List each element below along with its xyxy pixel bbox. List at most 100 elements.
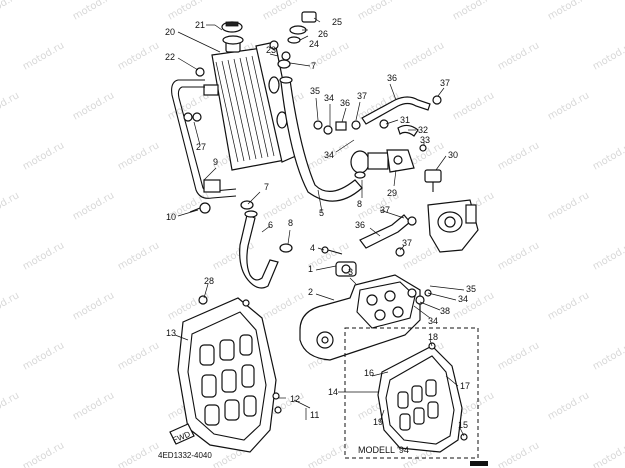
part-label-37c: 37 (380, 205, 390, 215)
small-parts-top (313, 95, 442, 257)
watermark-text: motod.ru (71, 0, 116, 23)
part-label-34d: 34 (428, 316, 438, 326)
part-labels: 21 20 22 23 7 24 26 25 27 9 10 7 6 8 5 3… (165, 17, 476, 430)
guard-slots (199, 334, 257, 426)
part-label-37d: 37 (402, 238, 412, 248)
thermo-housing (350, 149, 415, 174)
hose-lower (239, 210, 279, 289)
fittings-top (269, 11, 317, 61)
part-label-21: 21 (195, 20, 205, 30)
part-label-34b: 34 (324, 150, 334, 160)
corner-mark (470, 461, 488, 466)
watermark-text: motod.ru (0, 190, 21, 222)
part-label-8a: 8 (288, 218, 293, 228)
part-label-34a: 34 (324, 93, 334, 103)
watermark-text: motod.ru (21, 140, 66, 172)
part-label-1: 1 (308, 264, 313, 274)
watermark-text: motod.ru (21, 440, 66, 468)
watermark-text: motod.ru (0, 90, 21, 122)
watermark-text: motod.ru (116, 340, 161, 372)
part-label-35b: 35 (466, 284, 476, 294)
hose-upper (279, 76, 363, 202)
watermark-text: motod.ru (546, 0, 591, 23)
part-label-26: 26 (318, 29, 328, 39)
hose-36-upper (361, 96, 431, 125)
part-label-10: 10 (166, 212, 176, 222)
part-label-23: 23 (266, 45, 276, 55)
watermark-text: motod.ru (591, 40, 625, 72)
part-label-24: 24 (309, 39, 319, 49)
part-label-19: 19 (373, 417, 383, 427)
watermark-text: motod.ru (261, 0, 306, 23)
watermark-text: motod.ru (116, 240, 161, 272)
pump-assembly (427, 199, 479, 253)
part-label-9: 9 (213, 157, 218, 167)
watermark-text: motod.ru (71, 390, 116, 422)
part-label-11: 11 (310, 410, 319, 420)
part-label-27: 27 (196, 142, 206, 152)
part-label-36b: 36 (387, 73, 397, 83)
part-label-8b: 8 (357, 199, 362, 209)
inset-label: MODELL '94 (358, 445, 409, 455)
watermark-text: motod.ru (546, 190, 591, 222)
diagram-code: 4ED1332-4040 (158, 451, 212, 460)
watermark-text: motod.ru (591, 440, 625, 468)
part-label-4: 4 (310, 243, 315, 253)
part-label-36a: 36 (340, 98, 350, 108)
watermark-text: motod.ru (356, 0, 401, 23)
watermark-text: motod.ru (116, 40, 161, 72)
watermark-text: motod.ru (71, 190, 116, 222)
part-label-2: 2 (308, 287, 313, 297)
watermark-text: motod.ru (0, 290, 21, 322)
watermark-text: motod.ru (116, 440, 161, 468)
watermark-text: motod.ru (496, 140, 541, 172)
radiator-core-fins (215, 55, 275, 163)
part-label-5: 5 (319, 208, 324, 218)
part-label-7b: 7 (264, 182, 269, 192)
part-label-30: 30 (448, 150, 458, 160)
part-label-36c: 36 (355, 220, 365, 230)
watermark-text: motod.ru (546, 390, 591, 422)
watermark-text: motod.ru (71, 90, 116, 122)
part-label-34c: 34 (458, 294, 468, 304)
part-label-18: 18 (428, 332, 438, 342)
bolts-right (407, 288, 432, 305)
watermark-text: motod.ru (401, 40, 446, 72)
watermark-text: motod.ru (21, 340, 66, 372)
watermark-text: motod.ru (496, 340, 541, 372)
part-label-3: 3 (348, 267, 353, 277)
watermark-text: motod.ru (591, 240, 625, 272)
radiator-stay (171, 79, 237, 199)
part-label-13: 13 (166, 328, 176, 338)
part-label-20: 20 (165, 27, 175, 37)
part-label-33: 33 (420, 135, 430, 145)
watermark-text: motod.ru (116, 140, 161, 172)
watermark-text: motod.ru (261, 190, 306, 222)
watermark-text: motod.ru (546, 90, 591, 122)
part-label-25: 25 (332, 17, 342, 27)
part-label-38: 38 (440, 306, 450, 316)
part-label-16: 16 (364, 368, 374, 378)
part-label-7a: 7 (311, 61, 316, 71)
watermark-text: motod.ru (451, 0, 496, 23)
watermark-text: motod.ru (0, 0, 21, 23)
watermark-text: motod.ru (306, 440, 351, 468)
engine-block (299, 261, 421, 361)
part-label-6: 6 (268, 220, 273, 230)
bolt-10 (189, 202, 211, 214)
watermark-text: motod.ru (451, 90, 496, 122)
part-label-32: 32 (418, 125, 428, 135)
watermark-text: motod.ru (591, 140, 625, 172)
clamps (240, 59, 366, 253)
watermark-text: motod.ru (496, 40, 541, 72)
part-label-12: 12 (290, 394, 300, 404)
watermark-text: motod.ru (496, 240, 541, 272)
part-label-29: 29 (387, 188, 397, 198)
part-label-37a: 37 (357, 91, 367, 101)
watermark-text: motod.ru (0, 390, 21, 422)
part-label-22: 22 (165, 52, 175, 62)
part-label-31: 31 (400, 115, 410, 125)
part-label-15: 15 (458, 420, 468, 430)
leader-lines (174, 17, 465, 437)
